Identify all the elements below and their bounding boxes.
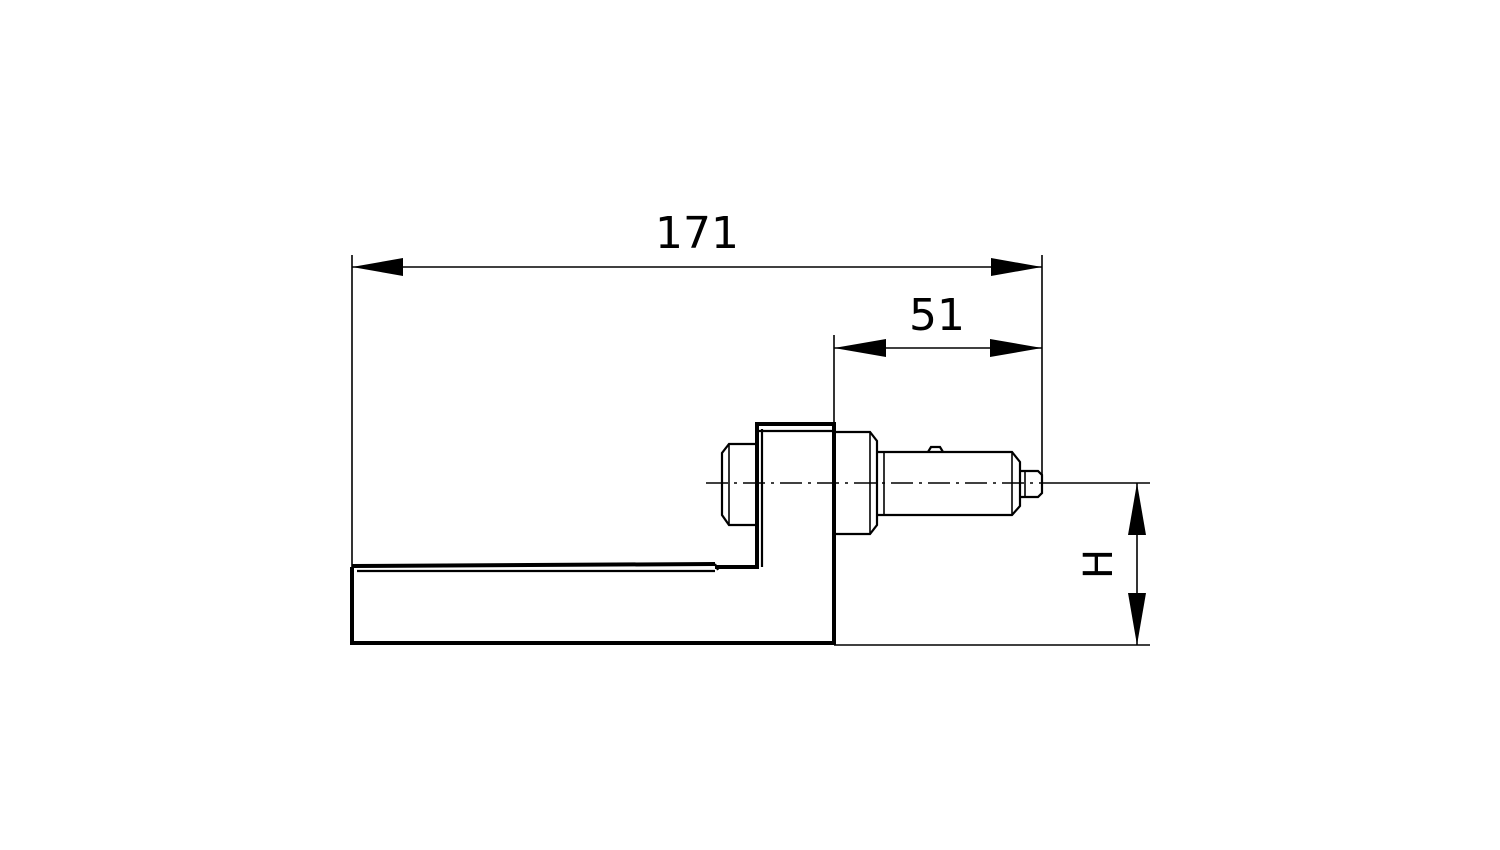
holder-top-edge	[351, 562, 716, 568]
dimension-label-h: H	[1076, 549, 1122, 579]
holder-body-outline	[350, 422, 836, 645]
dimension-label-171: 171	[655, 208, 739, 259]
arrow-right-51	[990, 339, 1042, 357]
arrow-left-51	[834, 339, 886, 357]
arrow-bottom-h	[1128, 593, 1146, 645]
arrow-left-171	[352, 258, 403, 276]
clamping-nut	[834, 430, 879, 536]
rear-cap	[720, 442, 757, 527]
tip-pin	[1020, 469, 1044, 499]
dimension-label-51: 51	[909, 290, 965, 341]
arrow-top-h	[1128, 483, 1146, 535]
rear-cap-outline	[720, 442, 757, 527]
arrow-right-171	[991, 258, 1042, 276]
tool-holder-body	[350, 422, 836, 645]
dimension-shank-length: 51	[833, 290, 1042, 424]
dimension-overall-length: 171	[351, 208, 1043, 645]
nut-outline	[834, 430, 879, 536]
spindle-shank	[877, 445, 1022, 517]
tip-outline	[1020, 469, 1044, 499]
shank-key	[927, 445, 944, 453]
dimension-height: H	[834, 482, 1150, 646]
shank-outline	[877, 450, 1022, 517]
holder-step	[714, 563, 719, 571]
